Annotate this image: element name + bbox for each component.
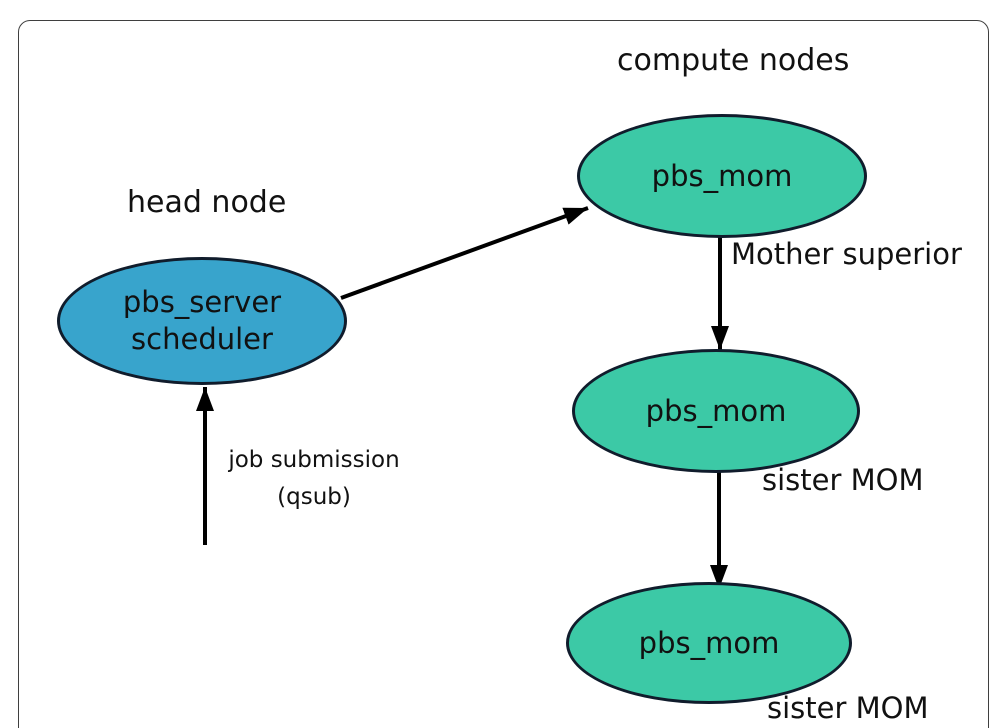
node-pbs-mom-bottom-label: pbs_mom [638,625,780,660]
node-pbs-mom-middle-label: pbs_mom [645,393,787,428]
label-job-submission-line1: job submission [228,447,400,473]
label-head-node: head node [127,185,287,220]
node-pbs-mom-bottom: pbs_mom [566,582,852,704]
label-sister-mom-1: sister MOM [762,463,924,497]
label-compute-nodes: compute nodes [617,43,850,78]
cluster-frame [18,20,989,728]
node-pbs-server-label-line1: pbs_server [122,285,282,319]
label-mother-superior: Mother superior [731,237,962,271]
label-sister-mom-2: sister MOM [767,691,929,725]
node-pbs-server-label-line2: scheduler [131,322,273,356]
label-job-submission-line2: (qsub) [277,484,351,510]
node-pbs-mom-top-label: pbs_mom [651,158,793,193]
node-pbs-mom-middle: pbs_mom [572,349,860,473]
node-pbs-server: pbs_server scheduler [57,257,347,385]
label-job-submission: job submission (qsub) [225,442,403,516]
node-pbs-mom-top: pbs_mom [577,114,867,238]
